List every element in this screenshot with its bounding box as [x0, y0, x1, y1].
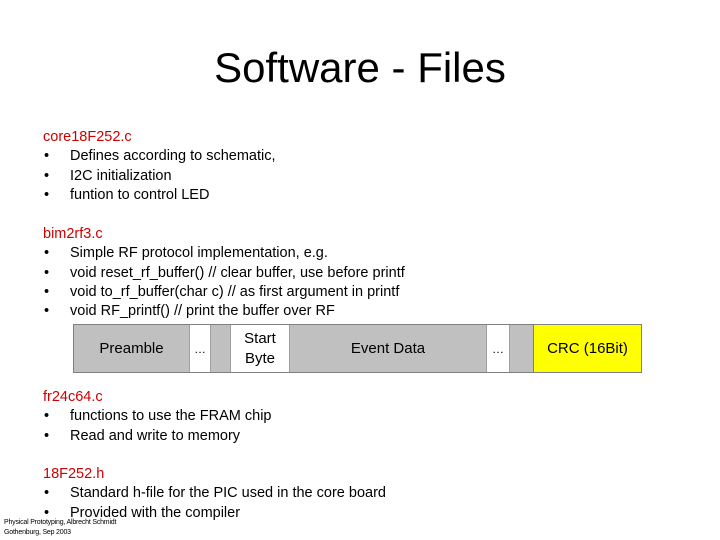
- section-heading: bim2rf3.c: [43, 226, 103, 242]
- packet-ellipsis: …: [486, 325, 510, 372]
- bullet-list: Simple RF protocol implementation, e.g. …: [43, 244, 405, 321]
- section-bim: bim2rf3.c Simple RF protocol implementat…: [43, 225, 405, 322]
- packet-crc: CRC (16Bit): [533, 325, 641, 372]
- packet-event-data: Event Data: [350, 339, 426, 357]
- section-fr: fr24c64.c functions to use the FRAM chip…: [43, 388, 272, 446]
- footer-line: Physical Prototyping, Albrecht Schmidt: [4, 519, 117, 526]
- start-byte-line1: Start: [244, 329, 276, 347]
- packet-diagram: Preamble … Start Byte Event Data … CRC (…: [73, 324, 642, 373]
- slide-title: Software - Files: [214, 44, 506, 91]
- list-item: I2C initialization: [43, 167, 276, 187]
- list-item: Standard h-file for the PIC used in the …: [43, 484, 386, 504]
- slide-footer: Physical Prototyping, Albrecht Schmidt G…: [4, 518, 116, 538]
- list-item: void RF_printf() // print the buffer ove…: [43, 302, 405, 322]
- footer-line: Gothenburg, Sep 2003: [4, 529, 71, 536]
- list-item: void reset_rf_buffer() // clear buffer, …: [43, 264, 405, 284]
- packet-ellipsis: …: [189, 325, 211, 372]
- list-item: Provided with the compiler: [43, 504, 386, 524]
- packet-start-byte: Start Byte: [230, 325, 290, 372]
- start-byte-line2: Byte: [244, 349, 275, 367]
- bullet-list: Standard h-file for the PIC used in the …: [43, 484, 386, 523]
- list-item: Read and write to memory: [43, 427, 272, 447]
- list-item: Simple RF protocol implementation, e.g.: [43, 244, 405, 264]
- packet-preamble: Preamble: [99, 339, 164, 357]
- bullet-list: functions to use the FRAM chip Read and …: [43, 407, 272, 446]
- bullet-list: Defines according to schematic, I2C init…: [43, 147, 276, 205]
- section-core: core18F252.c Defines according to schema…: [43, 128, 276, 205]
- list-item: void to_rf_buffer(char c) // as first ar…: [43, 283, 405, 303]
- section-h: 18F252.h Standard h-file for the PIC use…: [43, 465, 386, 523]
- section-heading: 18F252.h: [43, 466, 105, 482]
- list-item: funtion to control LED: [43, 186, 276, 206]
- list-item: Defines according to schematic,: [43, 147, 276, 167]
- section-heading: fr24c64.c: [43, 389, 103, 405]
- list-item: functions to use the FRAM chip: [43, 407, 272, 427]
- section-heading: core18F252.c: [43, 129, 132, 145]
